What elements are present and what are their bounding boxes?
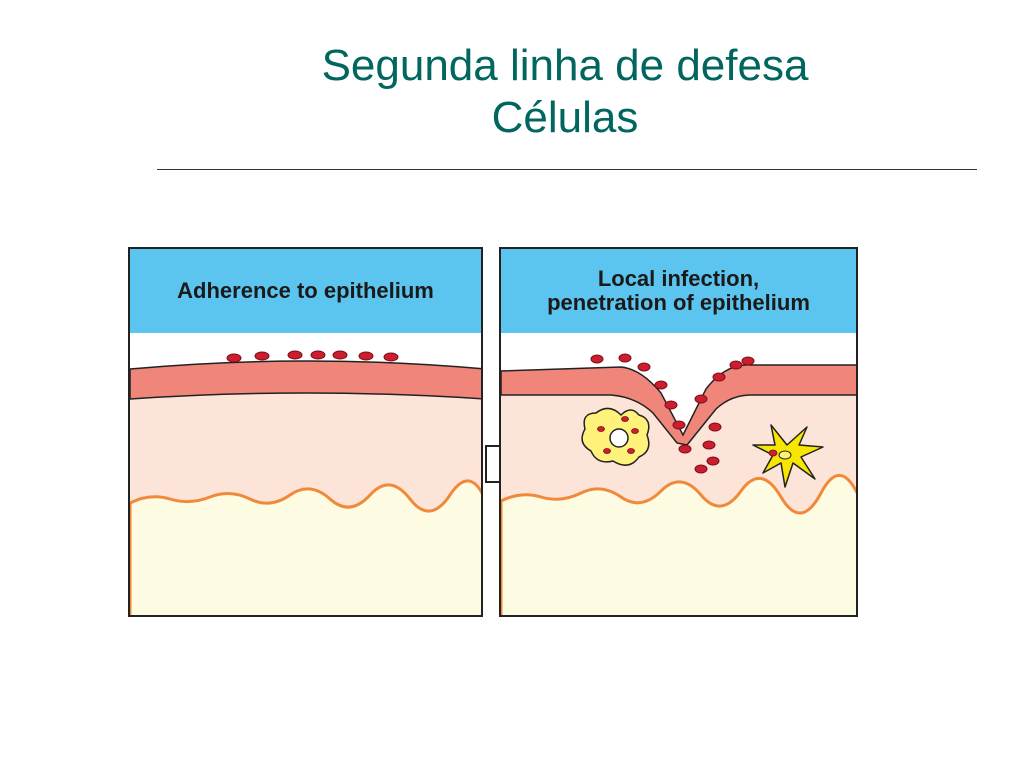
bacterium [310,350,326,360]
bacterium [590,354,604,364]
bacterium [672,420,686,430]
dendritic-cell [752,424,824,488]
panel-adherence: Adherence to epithelium [128,247,483,617]
bacterium [678,444,692,454]
bacterium [708,422,722,432]
bacterium [712,372,726,382]
bacterium [226,353,242,363]
slide-title: Segunda linha de defesa Células [150,40,980,144]
label-line-1: Local infection, [597,266,760,291]
bacterium [618,353,632,363]
bacterium [694,464,708,474]
panel-local-infection-illustration [501,333,856,615]
panel-local-infection-header: Local infection, penetration of epitheli… [501,249,856,335]
panel-adherence-label: Adherence to epithelium [177,278,434,303]
title-line-1: Segunda linha de defesa [321,41,809,90]
bacterium [383,352,399,362]
title-line-2: Células [491,93,639,142]
epithelium-layer [130,360,481,400]
title-divider [157,169,977,170]
panel-local-infection-label: Local infection, penetration of epitheli… [547,267,810,315]
bacterium [254,351,270,361]
bacterium [358,351,374,361]
bacterium [694,394,708,404]
label-line-2: penetration of epithelium [547,290,810,315]
invading-bacteria [590,353,755,474]
panel-adherence-header: Adherence to epithelium [130,249,481,335]
bacterium [706,456,720,466]
bacterium [702,440,716,450]
bacterium [287,350,303,360]
bacterium [654,380,668,390]
macrophage [581,407,650,466]
basement-membrane [130,479,481,615]
bacterium [637,362,651,372]
bacterium [664,400,678,410]
panel-adherence-illustration [130,333,481,615]
epithelium-layer [501,364,856,446]
panel-local-infection: Local infection, penetration of epitheli… [499,247,858,617]
bacterium [741,356,755,366]
adhered-bacteria [226,350,399,363]
bacterium [729,360,743,370]
bacterium [332,350,348,360]
basement-membrane [501,473,856,615]
